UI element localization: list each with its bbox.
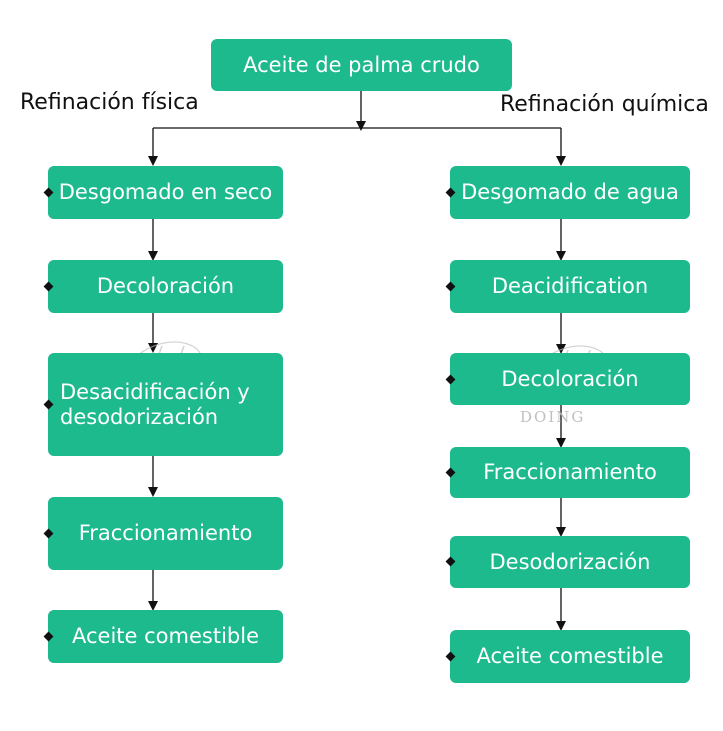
root-node: Aceite de palma crudo — [211, 39, 512, 91]
right-step-4: Fraccionamiento — [450, 447, 690, 498]
right-branch-title: Refinación química — [500, 92, 709, 117]
left-step-1: Desgomado en seco — [48, 166, 283, 219]
right-step-3-label: Decoloración — [501, 366, 639, 391]
left-step-3-label: Desacidificación y desodorización — [60, 379, 250, 429]
left-step-4: Fraccionamiento — [48, 497, 283, 570]
left-branch-title: Refinación física — [20, 90, 199, 115]
right-step-6: Aceite comestible — [450, 630, 690, 683]
left-step-4-label: Fraccionamiento — [78, 521, 253, 545]
left-step-2-label: Decoloración — [96, 274, 235, 298]
right-step-5-label: Desodorización — [489, 549, 651, 574]
left-step-2: Decoloración — [48, 260, 283, 313]
right-step-4-label: Fraccionamiento — [483, 460, 657, 484]
right-step-2-label: Deacidification — [491, 274, 649, 298]
root-node-label: Aceite de palma crudo — [243, 52, 480, 77]
left-step-5-label: Aceite comestible — [72, 624, 259, 648]
left-step-1-label: Desgomado en seco — [58, 180, 273, 204]
right-step-3: Decoloración — [450, 353, 690, 405]
right-step-1-label: Desgomado de agua — [461, 180, 679, 204]
left-step-5: Aceite comestible — [48, 610, 283, 663]
right-step-5: Desodorización — [450, 536, 690, 588]
left-step-3: Desacidificación y desodorización — [48, 353, 283, 456]
right-step-1: Desgomado de agua — [450, 166, 690, 219]
right-step-6-label: Aceite comestible — [476, 644, 664, 668]
right-step-2: Deacidification — [450, 260, 690, 313]
